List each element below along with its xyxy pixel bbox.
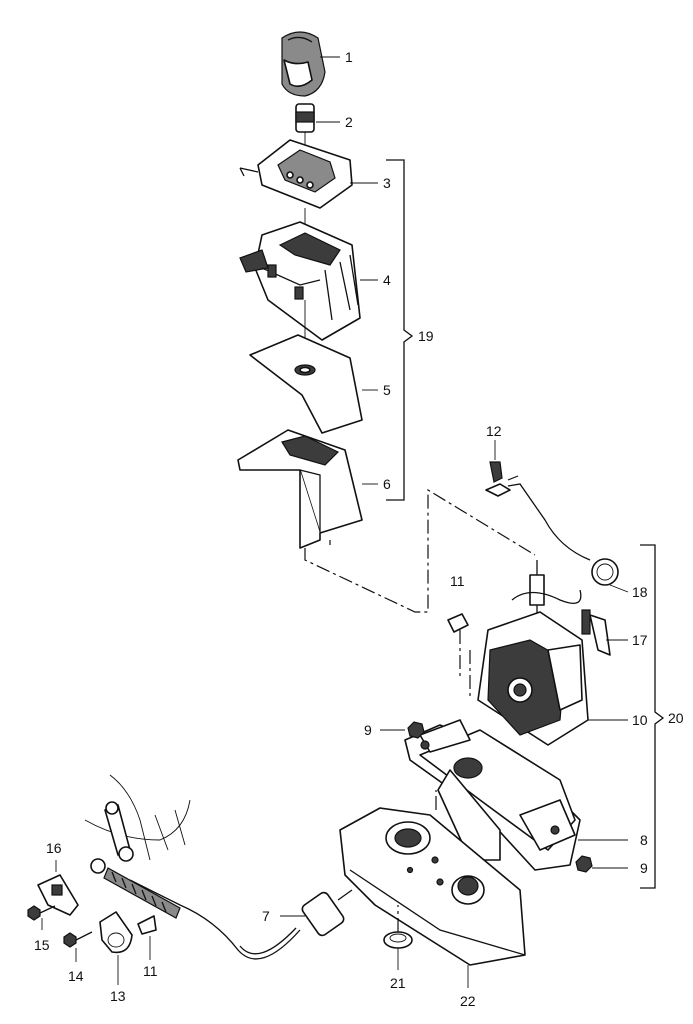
leader-lines xyxy=(41,56,629,988)
callout-7: 7 xyxy=(262,908,270,924)
callout-22: 22 xyxy=(460,993,476,1009)
selector-mechanism-part xyxy=(469,560,611,746)
assembly-guide-lines xyxy=(304,488,536,613)
group-brackets xyxy=(386,159,665,889)
floor-tunnel-cover-part xyxy=(339,790,526,966)
callout-5: 5 xyxy=(383,382,391,398)
callout-1: 1 xyxy=(345,49,353,65)
callout-19: 19 xyxy=(418,328,434,344)
transmission-outline-sketch xyxy=(84,774,191,862)
callout-14: 14 xyxy=(68,968,84,984)
callout-9-left: 9 xyxy=(364,722,372,738)
callout-3: 3 xyxy=(383,175,391,191)
callout-15: 15 xyxy=(34,937,50,953)
callout-11-upper: 11 xyxy=(450,573,465,589)
callout-8: 8 xyxy=(640,832,648,848)
cable-mount-bracket-part xyxy=(37,874,79,916)
cable-bracket-part xyxy=(485,461,619,586)
callout-6: 6 xyxy=(383,476,391,492)
callout-16: 16 xyxy=(46,840,62,856)
hex-bolt-part xyxy=(27,905,93,948)
callout-2: 2 xyxy=(345,114,353,130)
callout-4: 4 xyxy=(383,272,391,288)
callout-21: 21 xyxy=(390,975,406,991)
callout-12: 12 xyxy=(486,423,502,439)
selector-housing-tray-part xyxy=(404,719,581,871)
lower-cover-part xyxy=(237,429,363,549)
retaining-clip-upper-part xyxy=(447,613,469,680)
callout-11-lower: 11 xyxy=(143,963,158,979)
callout-17: 17 xyxy=(632,632,648,648)
callout-13: 13 xyxy=(110,988,126,1004)
selector-cover-plate-part xyxy=(239,139,353,228)
retaining-clip-lower-part xyxy=(137,915,157,935)
selector-cable-part xyxy=(90,858,353,960)
callout-20: 20 xyxy=(668,710,684,726)
insulation-shield-part xyxy=(249,334,363,434)
callout-18: 18 xyxy=(632,584,648,600)
gear-knob-part xyxy=(281,31,326,97)
callout-10: 10 xyxy=(632,712,648,728)
callout-9-right: 9 xyxy=(640,860,648,876)
shift-housing-part xyxy=(239,221,361,345)
cable-clamp-part xyxy=(99,911,133,954)
callout-labels: 1 2 3 4 5 6 19 12 18 11 17 20 10 9 8 9 1… xyxy=(34,49,684,1009)
hex-nut-part xyxy=(407,721,593,873)
